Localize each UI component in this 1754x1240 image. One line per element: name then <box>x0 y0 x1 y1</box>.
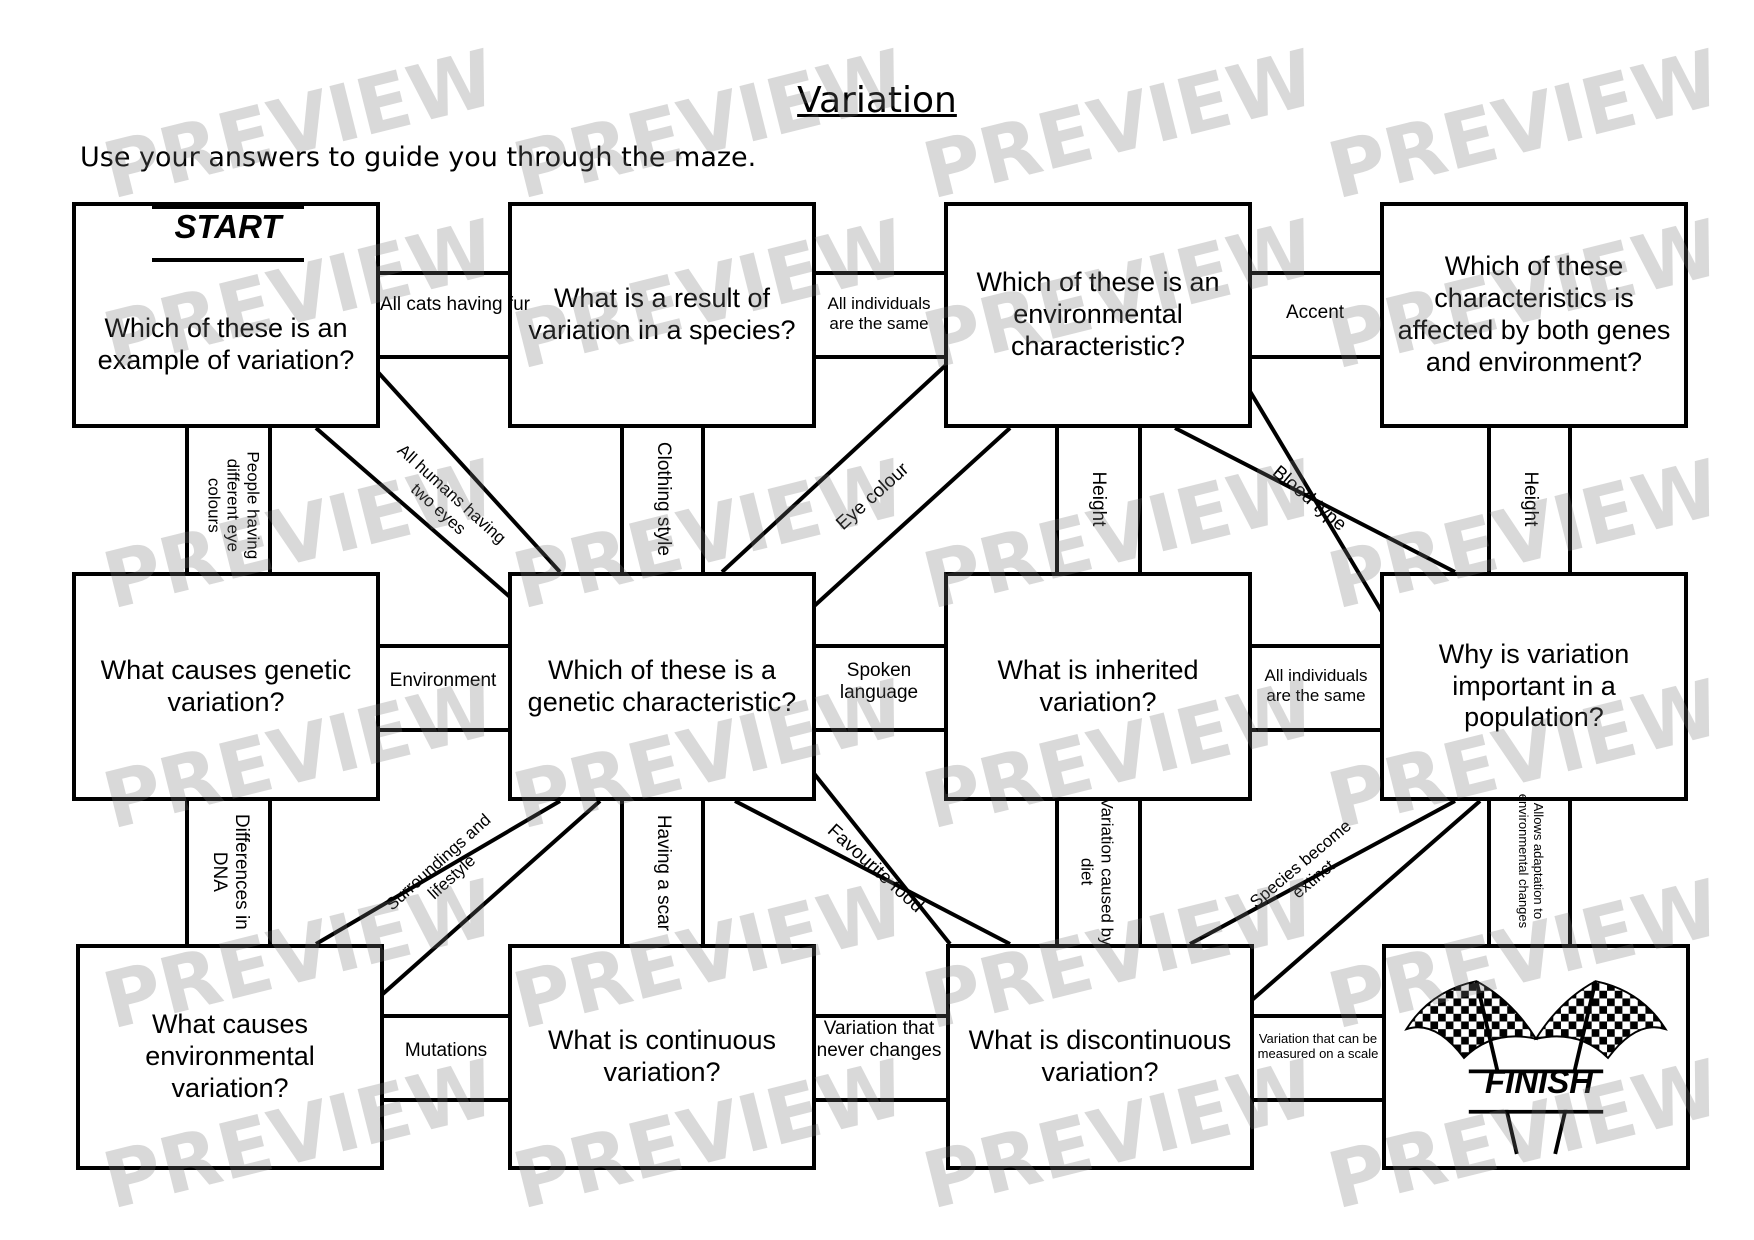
path-label-accent: Accent <box>1285 302 1345 323</box>
maze-box-result-of-variation[interactable]: What is a result of variation in a speci… <box>508 202 816 428</box>
instructions: Use your answers to guide you through th… <box>80 142 757 173</box>
question-text: What is continuous variation? <box>547 1025 777 1087</box>
question-text: Which of these is a genetic characterist… <box>527 654 797 717</box>
start-underline-top <box>152 205 304 209</box>
path-label-caused-by-diet: Variation caused by diet <box>1078 797 1117 946</box>
path-label-environment: Environment <box>389 670 497 691</box>
question-text: Why is variation important in a populati… <box>1438 638 1630 733</box>
path-label-spoken-language: Spoken language <box>839 660 919 703</box>
maze-box-finish[interactable] <box>1382 944 1690 1170</box>
path-label-having-scar: Having a scar <box>652 814 674 931</box>
maze-box-environmental-characteristic[interactable]: Which of these is an environmental chara… <box>944 202 1252 428</box>
maze-box-causes-environmental[interactable]: What causes environmental variation? <box>76 944 384 1170</box>
path-label-different-eye-colours: People having different eye colours <box>204 451 263 560</box>
path-label-all-individuals-same-1: All individuals are the same <box>827 294 931 333</box>
question-text: What is a result of variation in a speci… <box>528 283 796 345</box>
maze-box-start[interactable]: Which of these is an example of variatio… <box>72 202 380 428</box>
question-text: What causes environmental variation? <box>145 1009 315 1103</box>
path-label-all-cats: All cats having fur <box>380 294 530 315</box>
start-underline-bottom <box>152 258 304 262</box>
question-text: Which of these is an environmental chara… <box>976 267 1220 361</box>
maze-box-why-variation-important[interactable]: Why is variation important in a populati… <box>1380 572 1688 801</box>
path-label-clothing-style: Clothing style <box>652 441 674 556</box>
maze-box-causes-genetic[interactable]: What causes genetic variation? <box>72 572 380 801</box>
path-label-height-2: Height <box>1519 471 1541 527</box>
maze-box-continuous-variation[interactable]: What is continuous variation? <box>508 944 816 1170</box>
path-label-differences-dna: Differences in DNA <box>209 813 252 930</box>
path-label-allows-adaptation: Allows adaptation to environmental chang… <box>1516 793 1546 929</box>
path-label-mutations: Mutations <box>404 1040 488 1061</box>
maze-box-discontinuous-variation[interactable]: What is discontinuous variation? <box>946 944 1254 1170</box>
question-text: Which of these characteristics is affect… <box>1397 251 1671 377</box>
start-label: START <box>174 208 282 245</box>
question-text: What is discontinuous variation? <box>968 1025 1232 1087</box>
maze-box-genes-and-environment[interactable]: Which of these characteristics is affect… <box>1380 202 1688 428</box>
checkered-flags-icon <box>1404 980 1668 1155</box>
maze-box-genetic-characteristic[interactable]: Which of these is a genetic characterist… <box>508 572 816 801</box>
path-label-height-1: Height <box>1087 471 1109 527</box>
question-text: Which of these is an example of variatio… <box>97 313 355 375</box>
question-text: What is inherited variation? <box>997 654 1199 717</box>
path-label-never-changes: Variation that never changes <box>816 1018 942 1061</box>
path-label-all-individuals-same-2: All individuals are the same <box>1264 666 1368 705</box>
finish-label: FINISH <box>1484 1063 1594 1100</box>
path-label-measured-scale: Variation that can be measured on a scal… <box>1257 1031 1379 1061</box>
maze-box-inherited-variation[interactable]: What is inherited variation? <box>944 572 1252 801</box>
worksheet-title: Variation <box>797 80 957 121</box>
question-text: What causes genetic variation? <box>100 654 352 717</box>
